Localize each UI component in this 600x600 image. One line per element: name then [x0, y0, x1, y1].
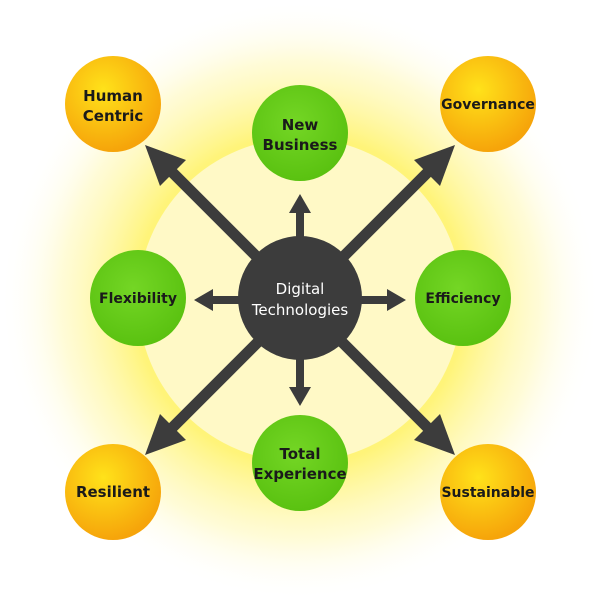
inner-node-label: Flexibility — [99, 291, 177, 307]
arrow-head-top-left — [145, 145, 186, 186]
orthogonal-arrows — [194, 194, 406, 406]
arrow-head-left — [194, 289, 213, 311]
outer-node-circle — [440, 56, 536, 152]
arrow-shaft-down — [296, 350, 304, 390]
outer-node-label: Sustainable — [441, 485, 534, 501]
inner-node-circle — [415, 250, 511, 346]
inner-node-bottom: Total Experience — [252, 415, 348, 511]
outer-node-label-line1: Human — [83, 87, 143, 105]
inner-node-label: Efficiency — [425, 291, 500, 307]
inner-node-circle — [252, 415, 348, 511]
inner-node-label-line1: New — [282, 116, 319, 134]
outer-node-circle — [65, 444, 161, 540]
center-label-line1: Digital — [276, 280, 325, 298]
center-label-line2: Technologies — [251, 301, 349, 319]
outer-node-circle — [65, 56, 161, 152]
outer-node-bottom-right: Sustainable — [440, 444, 536, 540]
arrow-shaft-right — [350, 296, 390, 304]
inner-node-left: Flexibility — [90, 250, 186, 346]
center-node-circle — [238, 236, 362, 360]
inner-node-label-line1: Total — [280, 445, 321, 463]
inner-node-top: New Business — [252, 85, 348, 181]
outer-node-label-line2: Centric — [83, 107, 143, 125]
arrow-head-bottom-right — [414, 414, 455, 455]
arrow-shaft-up — [296, 210, 304, 250]
arrow-shaft-left — [210, 296, 250, 304]
inner-node-circle — [252, 85, 348, 181]
inner-node-right: Efficiency — [415, 250, 511, 346]
outer-node-top-right: Governance — [440, 56, 536, 152]
inner-node-label-line2: Experience — [253, 465, 346, 483]
outer-node-label: Resilient — [76, 483, 150, 501]
arrow-head-up — [289, 194, 311, 213]
outer-node-top-left: Human Centric — [65, 56, 161, 152]
arrow-head-down — [289, 387, 311, 406]
outer-node-label: Governance — [441, 97, 535, 113]
arrow-head-bottom-left — [145, 414, 186, 455]
arrow-head-right — [387, 289, 406, 311]
outer-node-bottom-left: Resilient — [65, 444, 161, 540]
outer-node-circle — [440, 444, 536, 540]
inner-node-circle — [90, 250, 186, 346]
arrow-head-top-right — [414, 145, 455, 186]
center-node: Digital Technologies — [238, 236, 362, 360]
inner-node-label-line2: Business — [263, 136, 338, 154]
